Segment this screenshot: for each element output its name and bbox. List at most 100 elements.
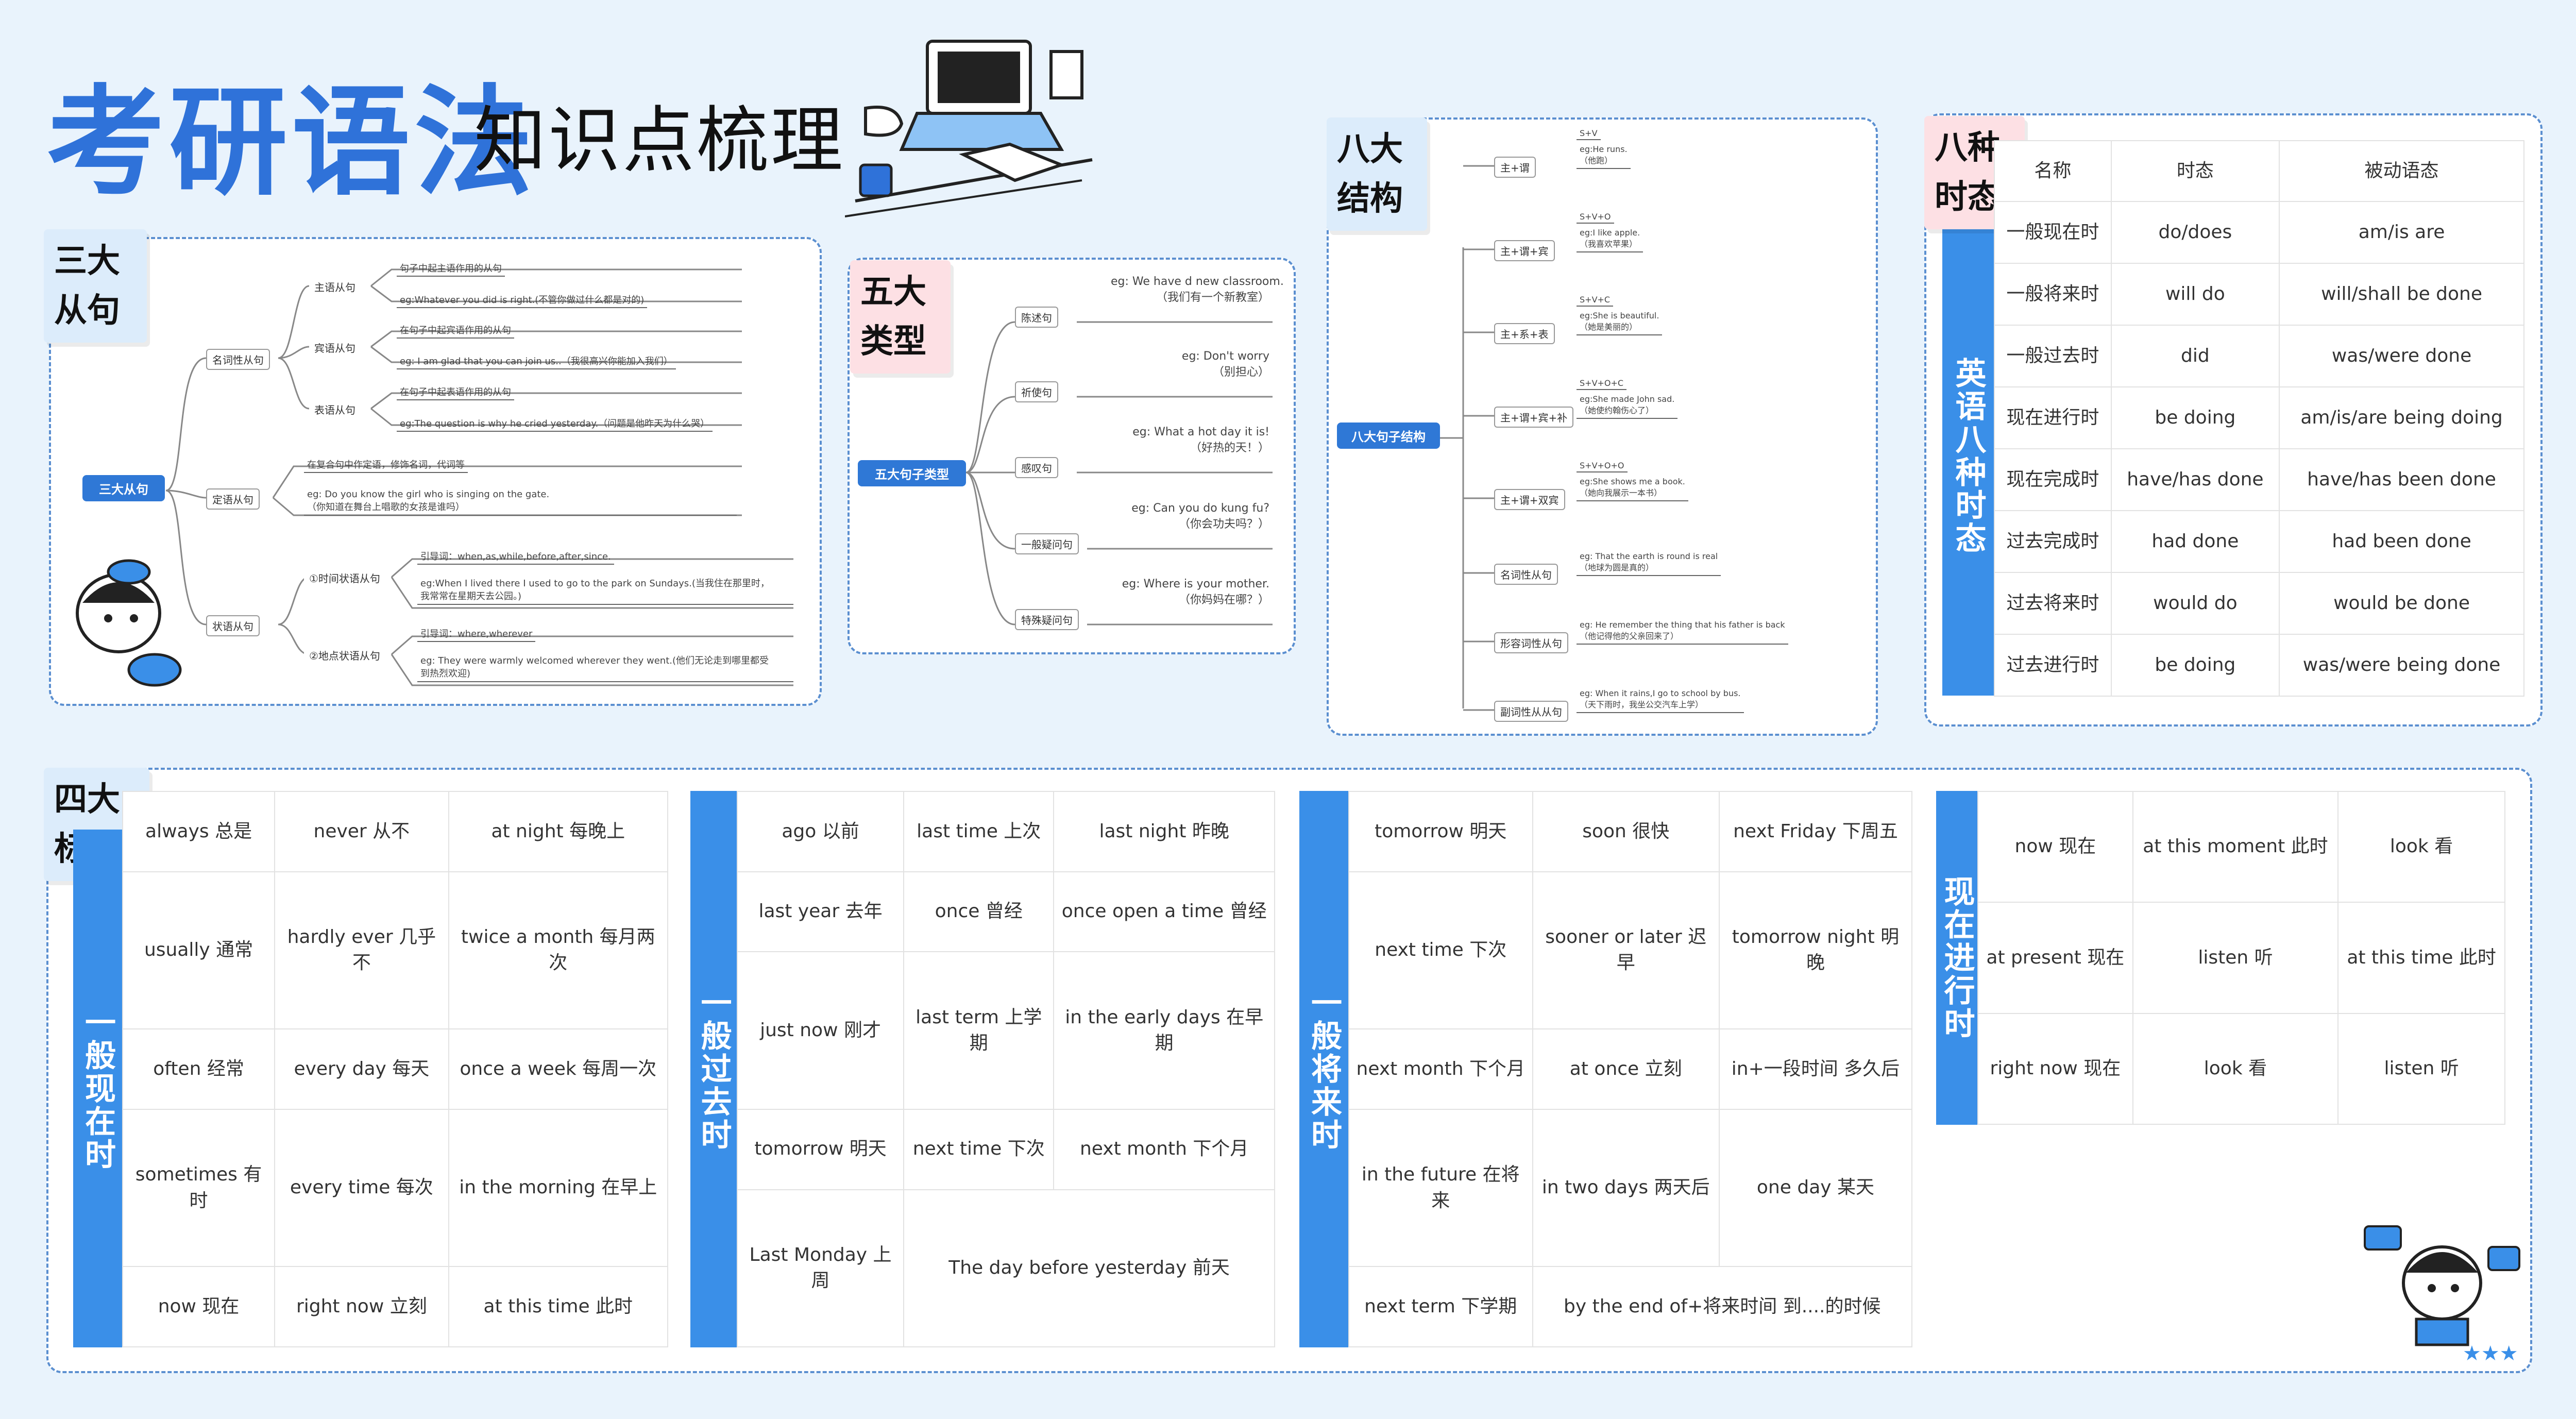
tenses-band: 英语八种时态	[1942, 216, 1994, 696]
tense-header-cell: 时态	[2110, 140, 2280, 202]
five-type-example: eg: Don't worry （别担心）	[1181, 350, 1269, 379]
tense-cell: had done	[2110, 510, 2280, 573]
object-clause-eg: eg: I am glad that you can join us..（我很高…	[397, 353, 676, 369]
marker-cell: at night 每晚上	[448, 791, 669, 872]
marker-cell: next month 下个月	[1053, 1108, 1275, 1190]
predicative-clause-eg: eg:The question is why he cried yesterda…	[397, 415, 713, 432]
structure-node: 主+谓+宾	[1494, 240, 1555, 261]
tense-cell: am/is/are being doing	[2279, 386, 2524, 449]
attributive-clause-eg: eg: Do you know the girl who is singing …	[304, 487, 737, 516]
tense-cell: have/has been done	[2279, 448, 2524, 511]
five-type-node: 感叹句	[1015, 457, 1058, 478]
five-type-node: 陈述句	[1015, 307, 1058, 328]
object-clause-def: 在句子中起宾语作用的从句	[397, 322, 514, 339]
structure-formula: S+V	[1577, 127, 1601, 140]
past-band: 一般过去时	[690, 791, 737, 1347]
structure-node: 名词性从句	[1494, 564, 1558, 585]
time-clause-lead: 引导词：when,as,while,before,after,since.	[417, 548, 614, 565]
marker-cell: look 看	[2337, 790, 2505, 903]
five-type-node: 特殊疑问句	[1015, 609, 1079, 630]
tense-cell: do/does	[2110, 201, 2280, 264]
marker-cell: The day before yesterday 前天	[903, 1189, 1275, 1347]
cartoon-reading-icon: ★★★	[2364, 1225, 2520, 1365]
marker-cell: look 看	[2132, 1012, 2339, 1125]
attributive-clause-def: 在复合句中作定语，修饰名词，代词等	[304, 457, 468, 473]
marker-cell: never 从不	[274, 791, 449, 872]
marker-cell: last term 上学期	[903, 951, 1055, 1110]
progressive-band: 现在进行时	[1936, 791, 1977, 1125]
tense-cell: was/were being done	[2279, 634, 2524, 697]
marker-cell: in two days 两天后	[1532, 1108, 1720, 1268]
structure-formula: S+V+O	[1577, 211, 1614, 224]
marker-cell: now 现在	[1977, 790, 2133, 903]
five-types-header: 五大 类型	[850, 260, 951, 374]
marker-cell: right now 立刻	[274, 1266, 449, 1347]
marker-cell: last year 去年	[736, 871, 905, 953]
marker-cell: once a week 每周一次	[448, 1028, 669, 1110]
marker-cell: now 现在	[122, 1266, 276, 1347]
tense-cell: 现在完成时	[1994, 448, 2112, 511]
subject-clause-node: 主语从句	[309, 277, 361, 296]
structure-example: eg: He remember the thing that his fathe…	[1577, 618, 1788, 645]
marker-cell: sometimes 有时	[122, 1108, 276, 1268]
place-clause-node: ②地点状语从句	[304, 646, 385, 665]
marker-cell: at once 立刻	[1532, 1028, 1720, 1110]
structure-example: eg:She made John sad. （她使约翰伤心了）	[1577, 393, 1678, 419]
five-type-example: eg: Where is your mother. （你妈妈在哪？）	[1122, 578, 1269, 606]
eight-structures-header: 八大 结构	[1327, 117, 1427, 231]
marker-cell: right now 现在	[1977, 1012, 2133, 1125]
tense-cell: did	[2110, 325, 2280, 387]
tense-cell: was/were done	[2279, 325, 2524, 387]
structure-example: eg:He runs. （他跑）	[1577, 143, 1631, 169]
marker-cell: always 总是	[122, 791, 276, 872]
structure-node: 副词性从从句	[1494, 701, 1568, 722]
marker-cell: tomorrow 明天	[1348, 791, 1533, 872]
five-types-root: 五大句子类型	[858, 460, 966, 486]
tense-cell: would do	[2110, 572, 2280, 635]
tense-cell: had been done	[2279, 510, 2524, 573]
tense-cell: 过去进行时	[1994, 634, 2112, 697]
marker-cell: twice a month 每月两次	[448, 871, 669, 1030]
structure-example: eg:She is beautiful. （她是美丽的）	[1577, 309, 1663, 335]
marker-cell: ago 以前	[736, 791, 905, 872]
marker-cell: listen 听	[2132, 902, 2339, 1014]
five-type-example: eg: Can you do kung fu? （你会功夫吗？）	[1131, 502, 1269, 531]
time-clause-node: ①时间状语从句	[304, 568, 385, 587]
five-type-node: 一般疑问句	[1015, 533, 1079, 554]
cartoon-thinking-icon	[76, 559, 182, 687]
predicative-clause-node: 表语从句	[309, 400, 361, 419]
tense-cell: am/is are	[2279, 201, 2524, 264]
marker-cell: just now 刚才	[736, 951, 905, 1110]
marker-cell: every time 每次	[274, 1108, 449, 1268]
clauses-panel	[49, 237, 822, 706]
marker-cell: listen 听	[2337, 1012, 2505, 1125]
tense-cell: will/shall be done	[2279, 263, 2524, 326]
structure-example: eg:She shows me a book. （她向我展示一本书）	[1577, 475, 1688, 501]
title-main: 考研语法	[46, 74, 537, 212]
place-clause-lead: 引导词：where,wherever	[417, 626, 536, 642]
five-type-example: eg: What a hot day it is! （好热的天！）	[1132, 426, 1269, 454]
structure-example: eg: That the earth is round is real （地球为…	[1577, 550, 1721, 576]
five-type-example: eg: We have d new classroom. （我们有一个新教室）	[1111, 275, 1284, 304]
structure-node: 形容词性从句	[1494, 632, 1568, 653]
svg-text:★★★: ★★★	[2463, 1342, 2518, 1365]
